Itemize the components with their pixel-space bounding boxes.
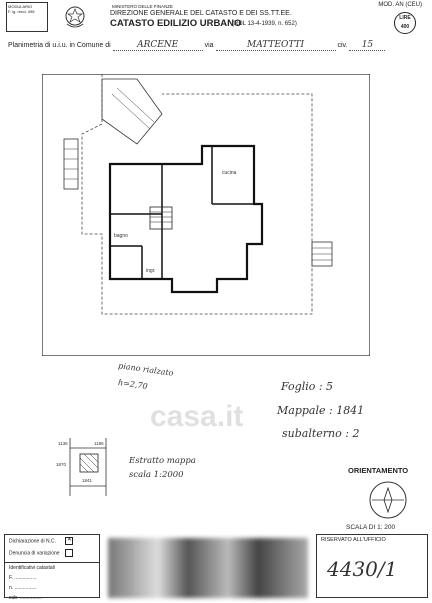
building-walls <box>108 144 264 294</box>
riservato-label: RISERVATO ALL'UFFICIO <box>321 537 386 543</box>
scala-label: SCALA DI 1: 200 <box>346 524 396 531</box>
f-label: F. <box>9 575 13 581</box>
riservato-box: RISERVATO ALL'UFFICIO 4430/1 <box>316 534 428 598</box>
via-value: MATTEOTTI <box>215 40 336 51</box>
rdl-reference: (RDL 13-4-1939, n. 652) <box>232 21 297 27</box>
subalterno-note: subalterno : 2 <box>282 427 360 440</box>
identificativi-row: Identificativi catastali <box>5 562 99 573</box>
lire-value: 400 <box>400 24 410 30</box>
n-row: n. ................ <box>9 585 37 591</box>
denuncia-checkbox[interactable] <box>64 549 73 557</box>
planimetria-prefix: Planimetria di u.i.u. in Comune di <box>8 42 111 49</box>
estratto-mappa-sketch: 1136 1186 1870 1841 <box>56 438 107 496</box>
note-piano: piano rialzato <box>117 361 175 378</box>
planimetria-line: Planimetria di u.i.u. in Comune di ARCEN… <box>8 40 386 51</box>
dichiarazione-row: Dichiarazione di N.C. ✕ <box>5 535 99 547</box>
north-arrow-icon <box>369 481 407 519</box>
mappale-note: Mappale : 1841 <box>277 404 365 417</box>
foglio-note: Foglio : 5 <box>281 380 334 393</box>
floor-plan: cucina bagno ingr. <box>42 74 370 356</box>
internal-stairs <box>149 206 173 230</box>
mod-code: MOD. AN (CEU) <box>378 2 422 8</box>
f-row: F. ................ <box>9 575 37 581</box>
estratto-num-right: 1186 <box>94 441 104 446</box>
ministry-name: MINISTERO DELLE FINANZE <box>112 4 174 9</box>
redacted-signature-area <box>108 538 308 598</box>
room-label-cucina: cucina <box>222 170 237 176</box>
civ-value: 15 <box>349 40 386 51</box>
estratto-scala: scala 1:2000 <box>129 470 184 480</box>
riservato-number: 4430/1 <box>327 557 398 581</box>
lire-label: LIRE <box>399 15 411 21</box>
dichiarazione-checkbox[interactable]: ✕ <box>65 537 74 545</box>
entry-ramp <box>101 78 163 145</box>
watermark-text: casa.it <box>150 400 244 433</box>
denuncia-row: Denuncia di variazione <box>5 547 99 559</box>
comune-value: ARCENE <box>112 40 203 51</box>
estratto-num-left: 1136 <box>58 441 68 446</box>
sub-row: sub. ................ <box>9 595 43 601</box>
sub-label: sub. <box>9 595 19 601</box>
modulario-line-1: MODULARIO <box>8 4 33 9</box>
denuncia-label: Denuncia di variazione <box>9 550 60 557</box>
room-label-bagno: bagno <box>114 233 128 239</box>
footer-declaration-box: Dichiarazione di N.C. ✕ Denuncia di vari… <box>4 534 100 601</box>
note-altezza: h=2,70 <box>117 377 149 392</box>
estratto-num-side: 1870 <box>56 462 67 467</box>
estratto-label: Estratto mappa <box>129 456 196 466</box>
civ-label: civ. <box>337 42 348 49</box>
dichiarazione-label: Dichiarazione di N.C. <box>9 538 56 545</box>
property-boundary <box>81 74 313 315</box>
room-label-ingresso: ingr. <box>146 268 155 274</box>
estratto-parcel: 1841 <box>82 478 93 483</box>
lire-stamp: LIRE 400 <box>394 12 416 34</box>
via-label: via <box>204 42 214 49</box>
direzione-name: DIREZIONE GENERALE DEL CATASTO E DEI SS.… <box>110 10 292 17</box>
modulario-box: MODULARIO F. ig. rend. 498 <box>6 2 48 32</box>
modulario-line-2: F. ig. rend. 498 <box>8 9 35 14</box>
republic-emblem-icon <box>65 6 85 28</box>
orientamento-label: ORIENTAMENTO <box>348 466 409 475</box>
document-title: CATASTO EDILIZIO URBANO <box>110 18 242 29</box>
outdoor-steps <box>63 138 79 190</box>
n-label: n. <box>9 585 14 591</box>
identificativi-label: Identificativi catastali <box>9 565 55 571</box>
